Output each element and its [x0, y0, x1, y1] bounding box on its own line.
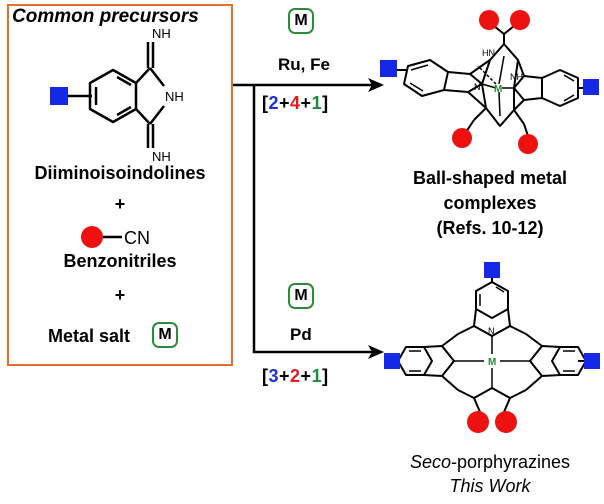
top-ratio-b: 4 [290, 93, 301, 113]
nh-top-label: NH [152, 28, 171, 41]
top-ratio-close: ] [322, 93, 329, 113]
bottom-ratio-a: 3 [268, 366, 280, 386]
seco-suffix: -porphyrazines [450, 452, 571, 472]
metal-salt-label: Metal salt [48, 326, 131, 346]
top-ratio-plus2: + [300, 93, 312, 113]
red-ball-bottom-left [452, 128, 472, 148]
top-nh-label: NH [510, 72, 523, 82]
bottom-ratio-c: 1 [311, 366, 323, 386]
ball-complex-line1: Ball-shaped metal [412, 168, 568, 188]
top-metal-atom: M [494, 84, 502, 95]
red-ball-icon [81, 226, 103, 248]
right-benzo-ring [551, 346, 587, 376]
seco-porphyrazines-label: Seco-porphyrazines [380, 452, 600, 473]
left-benzo-ring [397, 346, 433, 376]
top-ratio-open: [ [262, 93, 269, 113]
left-blue-square [380, 60, 397, 77]
red-ball-top-right [510, 10, 530, 30]
bottom-metal-atom: M [488, 357, 496, 368]
nh-mid-label: NH [165, 89, 184, 104]
bottom-ratio-b: 2 [290, 366, 301, 386]
right-blue-square [583, 79, 599, 95]
red-ball-top-left [479, 10, 499, 30]
top-ratio-plus1: + [279, 93, 291, 113]
bottom-ratio-plus1: + [279, 366, 291, 386]
benzonitrile-structure: CN [81, 226, 150, 248]
ball-complex-refs: (Refs. 10-12) [436, 218, 544, 238]
diiminoisoindoline-structure: NH NH NH [50, 28, 184, 163]
benzonitriles-label: Benzonitriles [63, 251, 177, 271]
plus-sign-1: + [114, 194, 126, 214]
diiminoisoindolines-label: Diiminoisoindolines [34, 163, 206, 183]
substituent-square [50, 87, 68, 105]
top-arrowhead [368, 78, 384, 92]
top-ratio: [2+4+1] [262, 93, 329, 114]
bottom-ratio-close: ] [322, 366, 329, 386]
top-metals-label: Ru, Fe [278, 55, 330, 74]
bottom-n-label: N [488, 326, 495, 336]
top-ratio-c: 1 [311, 93, 323, 113]
red-ball-bottom-right [518, 134, 538, 154]
bottom-arrowhead [368, 345, 384, 359]
cn-label: CN [124, 228, 150, 248]
metal-salt-badge: M [152, 322, 178, 348]
top-n-label: N [474, 82, 481, 92]
ball-complex-line2: complexes [443, 193, 537, 213]
ball-shaped-complex-structure: M HN NH N [380, 10, 599, 154]
bottom-metal-badge: M [288, 283, 314, 309]
nh-bottom-label: NH [152, 149, 171, 163]
top-hn-label: HN [482, 48, 495, 58]
right-benzo-ring [541, 69, 579, 107]
this-work-label: This Work [449, 476, 531, 496]
red-ball-left [467, 411, 489, 433]
bottom-ratio-plus2: + [300, 366, 312, 386]
bottom-metal-label: Pd [290, 325, 312, 344]
bottom-ratio-open: [ [262, 366, 269, 386]
top-blue-square [484, 262, 500, 278]
bottom-ratio: [3+2+1] [262, 366, 329, 387]
precursors-title: Common precursors [12, 6, 199, 27]
bottom-arrow-shaft [252, 85, 372, 354]
top-benzo-ring [475, 281, 509, 319]
top-ratio-a: 2 [268, 93, 280, 113]
precursors-box [7, 4, 233, 366]
seco-porphyrazine-structure: M N [384, 262, 600, 433]
plus-sign-2: + [114, 285, 126, 305]
top-metal-badge: M [288, 8, 314, 34]
right-blue-square [584, 353, 600, 369]
left-blue-square [384, 353, 400, 369]
red-ball-right [495, 411, 517, 433]
seco-prefix: Seco [409, 452, 451, 472]
